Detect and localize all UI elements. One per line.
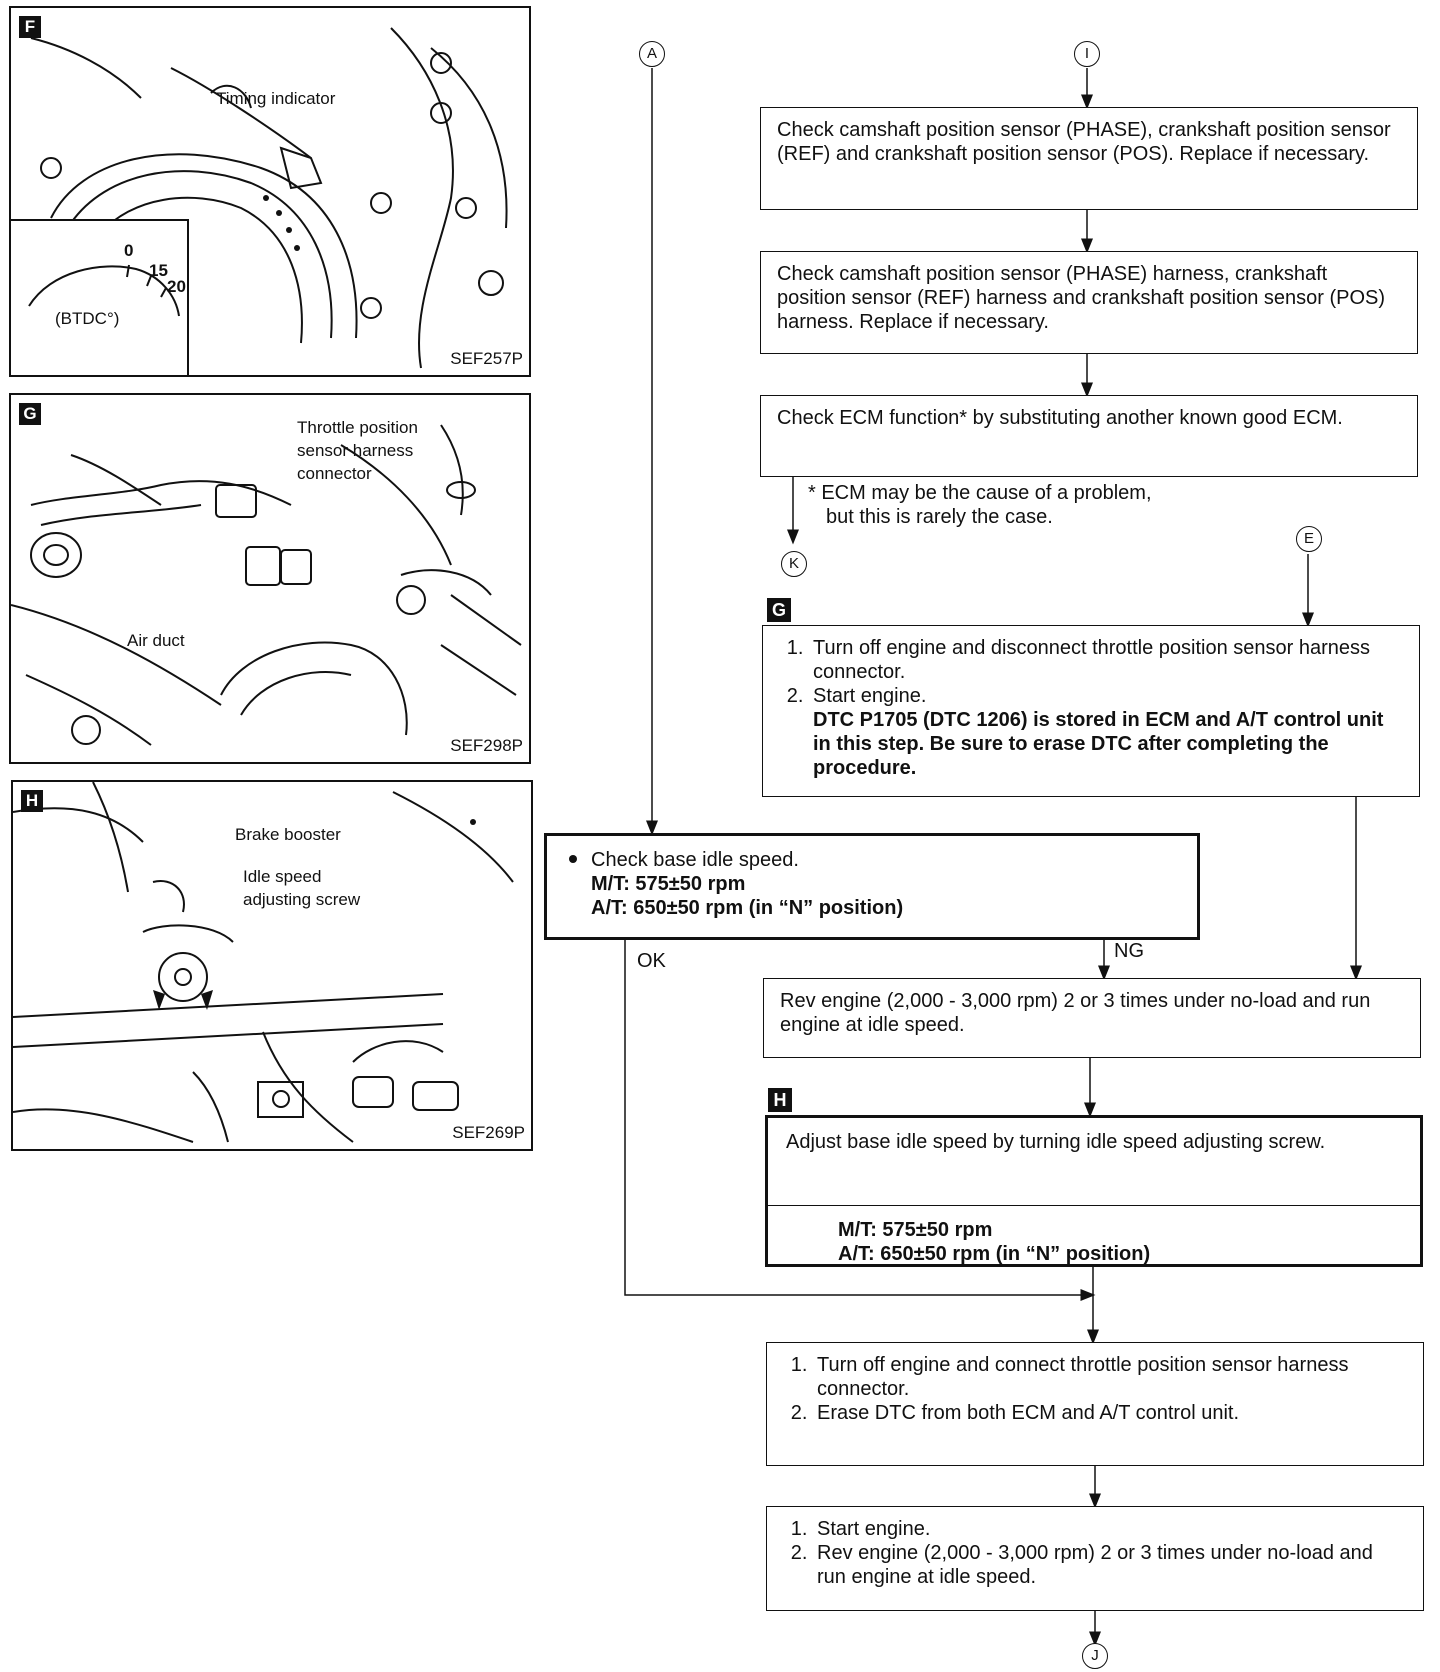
figure-g-drawing	[11, 424, 522, 746]
figure-g: G Throttle position sensor harness conne…	[9, 393, 531, 764]
base-idle-box: Check base idle speed. M/T: 575±50 rpm A…	[544, 833, 1200, 940]
timing-indicator-label: Timing indicator	[216, 89, 336, 108]
check-harness-box: Check camshaft position sensor (PHASE) h…	[760, 251, 1418, 354]
figure-g-tag: G	[19, 403, 41, 425]
step-g-item2-text: Start engine.	[813, 685, 927, 707]
check-sensors-box: Check camshaft position sensor (PHASE), …	[760, 107, 1418, 210]
timing-gauge-arc	[28, 264, 180, 317]
base-idle-at: A/T: 650±50 rpm (in “N” position)	[591, 897, 904, 919]
ng-label: NG	[1114, 940, 1144, 962]
adjust-idle-mt: M/T: 575±50 rpm	[838, 1219, 993, 1241]
step-g-item1: Turn off engine and disconnect throttle …	[809, 636, 1403, 684]
adjust-idle-box: Adjust base idle speed by turning idle s…	[765, 1115, 1423, 1267]
figure-f: F Timing indicator 0 15 20 (BTDC°) SEF25…	[9, 6, 531, 377]
step-g-item2: Start engine. DTC P1705 (DTC 1206) is st…	[809, 684, 1403, 780]
check-harness-text: Check camshaft position sensor (PHASE) h…	[777, 263, 1386, 333]
ecm-note-line2: but this is rarely the case.	[826, 506, 1053, 528]
brake-booster-label: Brake booster	[235, 823, 341, 846]
figure-h-tag: H	[21, 790, 43, 812]
figure-h: H Brake booster Idle speed adjusting scr…	[11, 780, 533, 1151]
idle-screw-label-line1: Idle speed	[243, 865, 322, 888]
step-h-tag: H	[768, 1088, 792, 1112]
tps-harness-label-line3: connector	[297, 464, 372, 483]
final-step-2-box: Start engine. Rev engine (2,000 - 3,000 …	[766, 1506, 1424, 1611]
bullet-dot	[569, 855, 577, 864]
gauge-tick-20: 20	[167, 277, 186, 296]
figure-h-code: SEF269P	[452, 1123, 525, 1142]
figure-f-drawing	[30, 27, 508, 369]
adjust-idle-at: A/T: 650±50 rpm (in “N” position)	[838, 1243, 1151, 1265]
figure-g-code: SEF298P	[450, 736, 523, 755]
final-step-1-item1: Turn off engine and connect throttle pos…	[813, 1353, 1407, 1401]
final-step-1-box: Turn off engine and connect throttle pos…	[766, 1342, 1424, 1466]
gauge-unit-label: (BTDC°)	[55, 309, 120, 328]
final-step-2-item2: Rev engine (2,000 - 3,000 rpm) 2 or 3 ti…	[813, 1541, 1407, 1589]
connector-e: E	[1296, 526, 1322, 552]
connector-k: K	[781, 551, 807, 577]
idle-screw-label-line2: adjusting screw	[243, 888, 361, 911]
final-step-2-item1: Start engine.	[813, 1517, 1407, 1541]
check-ecm-text: Check ECM function* by substituting anot…	[777, 407, 1343, 429]
figure-f-tag: F	[19, 16, 41, 38]
final-step-1-list: Turn off engine and connect throttle pos…	[783, 1353, 1407, 1425]
connector-i: I	[1074, 41, 1100, 67]
rev-engine-text: Rev engine (2,000 - 3,000 rpm) 2 or 3 ti…	[780, 990, 1371, 1036]
base-idle-title-row: Check base idle speed.	[565, 848, 1179, 872]
step-g-tag: G	[767, 598, 791, 622]
check-sensors-text: Check camshaft position sensor (PHASE), …	[777, 119, 1391, 165]
figure-h-drawing	[13, 782, 514, 1143]
check-ecm-box: Check ECM function* by substituting anot…	[760, 395, 1418, 477]
timing-gauge-inset: 0 15 20 (BTDC°)	[11, 219, 189, 375]
figure-f-code: SEF257P	[450, 349, 523, 368]
final-step-2-list: Start engine. Rev engine (2,000 - 3,000 …	[783, 1517, 1407, 1589]
step-g-list: Turn off engine and disconnect throttle …	[779, 636, 1403, 780]
step-g-warning: DTC P1705 (DTC 1206) is stored in ECM an…	[813, 709, 1384, 779]
base-idle-mt: M/T: 575±50 rpm	[591, 873, 746, 895]
ok-label: OK	[637, 950, 666, 972]
gauge-tick-0: 0	[124, 241, 134, 260]
ecm-note-line1: * ECM may be the cause of a problem,	[808, 482, 1152, 504]
connector-j: J	[1082, 1643, 1108, 1669]
step-g-box: Turn off engine and disconnect throttle …	[762, 625, 1420, 797]
gauge-tick-15: 15	[149, 261, 168, 280]
rev-engine-box: Rev engine (2,000 - 3,000 rpm) 2 or 3 ti…	[763, 978, 1421, 1058]
final-step-1-item2: Erase DTC from both ECM and A/T control …	[813, 1401, 1407, 1425]
base-idle-title: Check base idle speed.	[591, 849, 799, 871]
tps-harness-label-line1: Throttle position	[297, 418, 418, 437]
connector-a: A	[639, 41, 665, 67]
tps-harness-label-line2: sensor harness	[297, 441, 414, 460]
adjust-idle-text: Adjust base idle speed by turning idle s…	[768, 1118, 1420, 1206]
air-duct-label: Air duct	[127, 631, 185, 650]
